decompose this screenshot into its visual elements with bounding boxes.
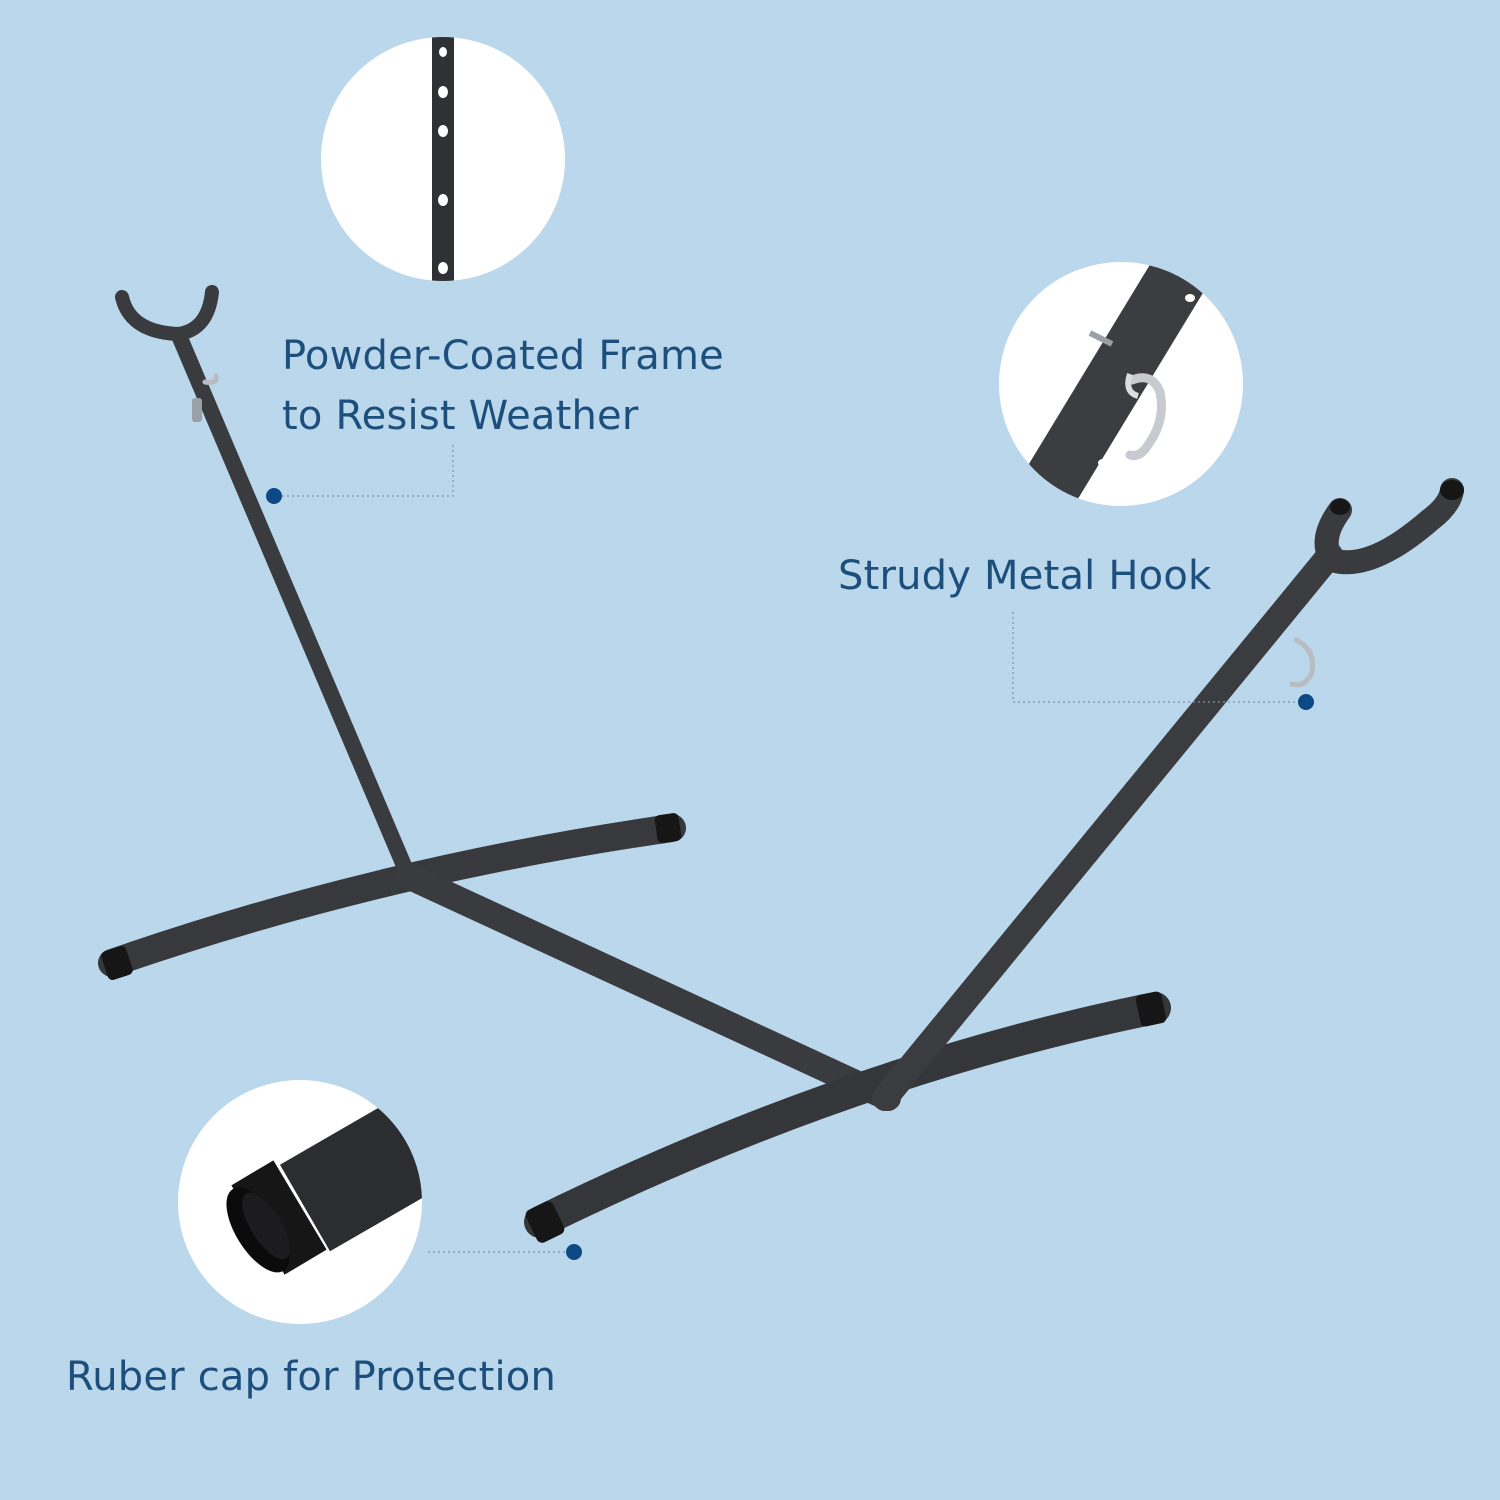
cap-closeup-inset [178, 1080, 422, 1324]
hook-callout-line1: Strudy Metal Hook [838, 553, 1212, 599]
cap-callout-line1: Ruber cap for Protection [66, 1354, 556, 1400]
frame-callout-label: Powder-Coated Frame to Resist Weather [282, 326, 724, 446]
callout-leaders [276, 445, 1306, 1253]
frame-hooks [192, 373, 1316, 688]
cap-callout-label: Ruber cap for Protection [66, 1347, 556, 1407]
tube-closeup-inset [321, 37, 565, 281]
right-upright [872, 542, 1343, 1111]
right-cradle [1314, 478, 1464, 575]
right-base-bar [524, 992, 1171, 1238]
left-upright [172, 330, 413, 876]
callout-dots [266, 488, 1314, 1260]
frame-callout-dot [266, 488, 282, 504]
center-long-bar [395, 863, 901, 1111]
frame-callout-line1: Powder-Coated Frame [282, 333, 724, 379]
frame-callout-line2: to Resist Weather [282, 393, 639, 439]
hammock-frame [98, 285, 1464, 1238]
hook-callout-dot [1298, 694, 1314, 710]
hook-callout-label: Strudy Metal Hook [838, 546, 1211, 606]
rubber-end-caps [101, 480, 1464, 1243]
left-base-bar [98, 814, 686, 977]
hook-closeup-inset [999, 262, 1243, 506]
left-cradle [115, 285, 219, 342]
cap-callout-dot [566, 1244, 582, 1260]
